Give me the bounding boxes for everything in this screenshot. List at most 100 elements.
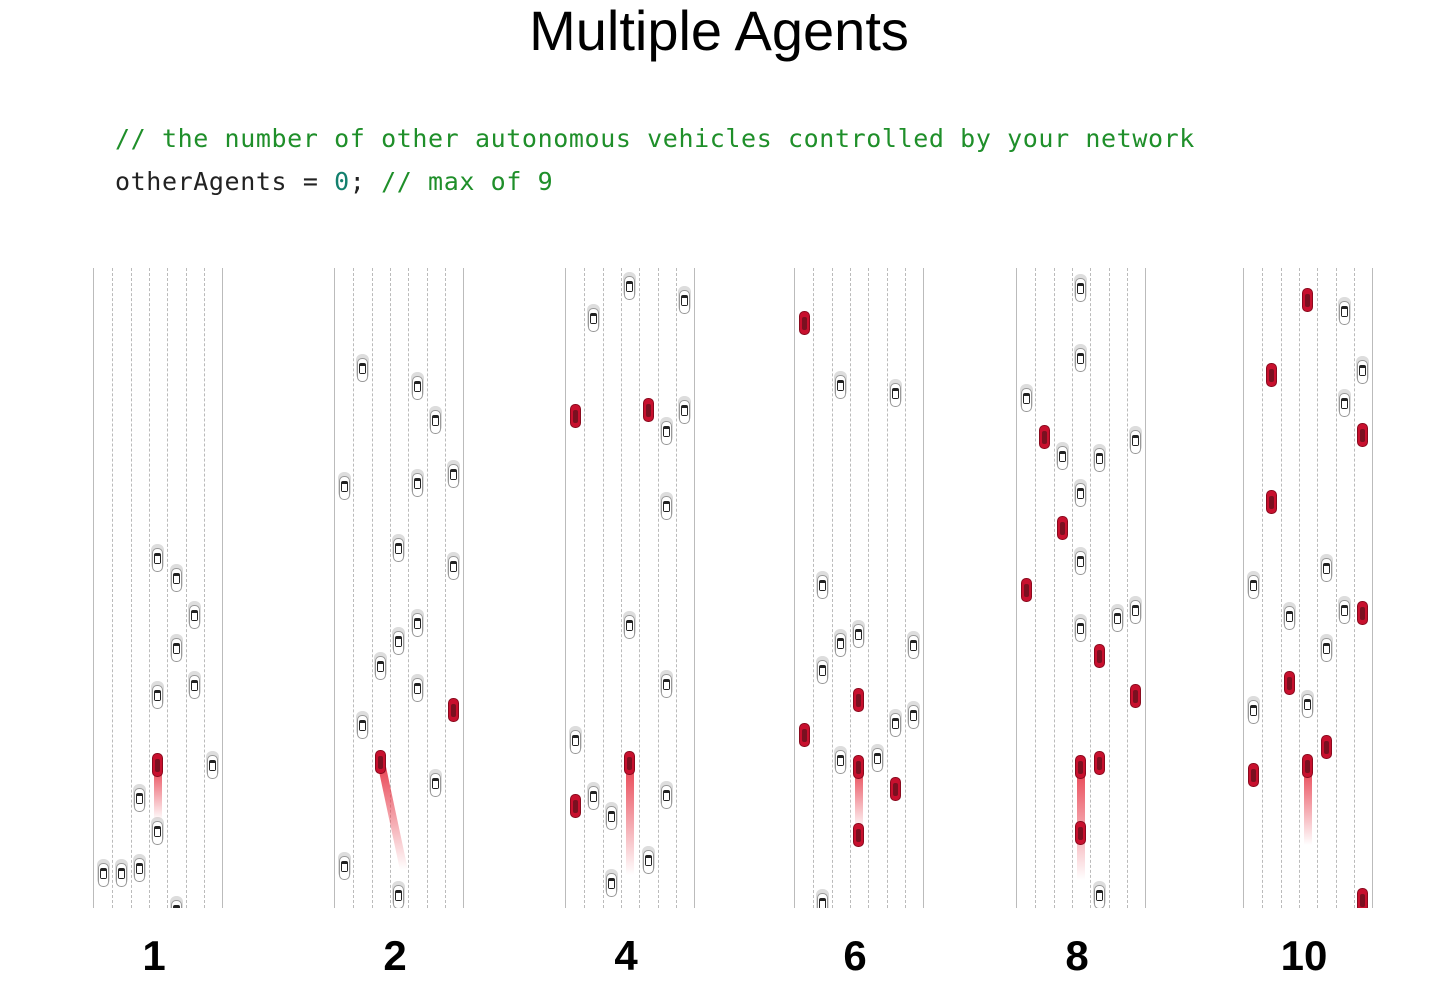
agent-trail <box>376 762 408 870</box>
agent-car-icon <box>1357 888 1369 908</box>
code-trailing-comment: // max of 9 <box>365 167 554 196</box>
other-car-icon <box>1093 448 1105 472</box>
other-car-icon <box>448 464 460 488</box>
other-car-icon <box>587 308 599 332</box>
agent-trail <box>153 765 162 820</box>
other-car-icon <box>835 750 847 774</box>
other-car-icon <box>908 635 920 659</box>
panel-agent-count-label: 2 <box>383 932 407 979</box>
agent-car-icon <box>569 404 581 428</box>
other-car-icon <box>1112 608 1123 632</box>
lane-divider <box>167 268 169 908</box>
other-car-icon <box>338 476 350 500</box>
agent-car-icon <box>1265 490 1277 514</box>
other-car-icon <box>375 656 387 680</box>
other-car-icon <box>411 678 423 702</box>
road-simulation-panel <box>1016 268 1146 908</box>
other-car-icon <box>1130 600 1142 624</box>
other-car-icon <box>393 885 405 908</box>
other-car-icon <box>430 410 441 434</box>
other-car-icon <box>1339 600 1350 624</box>
other-car-icon <box>642 850 654 874</box>
other-car-icon <box>835 375 847 399</box>
lane-divider <box>584 268 586 908</box>
lane-divider <box>886 268 888 908</box>
other-car-icon <box>569 730 581 754</box>
lane-divider <box>813 268 815 908</box>
road-simulation-panel <box>334 268 464 908</box>
other-car-icon <box>152 685 164 709</box>
other-car-icon <box>816 575 828 599</box>
other-car-icon <box>661 785 672 809</box>
panel-agent-count-label: 4 <box>614 932 638 979</box>
code-operator: = <box>287 167 335 196</box>
road-simulation-panel <box>794 268 924 908</box>
agent-car-icon <box>890 777 901 801</box>
other-car-icon <box>1075 483 1087 507</box>
other-car-icon <box>338 856 350 880</box>
code-variable: otherAgents <box>115 167 288 196</box>
agent-car-icon <box>1075 821 1087 845</box>
other-car-icon <box>1339 393 1350 417</box>
other-car-icon <box>356 715 368 739</box>
lane-divider <box>1317 268 1319 908</box>
other-car-icon <box>908 705 920 729</box>
other-car-icon <box>1075 618 1087 642</box>
lane-divider <box>657 268 659 908</box>
lane-divider <box>1353 268 1355 908</box>
agent-car-icon <box>1357 423 1369 447</box>
agent-car-icon <box>1130 684 1142 708</box>
other-car-icon <box>189 675 200 699</box>
agent-car-icon <box>1302 288 1314 312</box>
lane-divider <box>620 268 622 908</box>
lane-divider <box>602 268 604 908</box>
lane-divider <box>1126 268 1128 908</box>
lane-divider <box>1298 268 1300 908</box>
agent-car-icon <box>798 723 810 747</box>
other-car-icon <box>835 633 847 657</box>
lane-divider <box>1335 268 1337 908</box>
other-car-icon <box>606 806 618 830</box>
agent-car-icon <box>152 753 164 777</box>
lane-divider <box>831 268 833 908</box>
other-car-icon <box>411 613 423 637</box>
other-car-icon <box>1075 278 1087 302</box>
lane-divider <box>1280 268 1282 908</box>
panel-agent-count-label: 1 <box>142 932 166 979</box>
other-car-icon <box>134 858 146 882</box>
lane-divider <box>868 268 870 908</box>
other-car-icon <box>411 473 423 497</box>
other-car-icon <box>890 713 901 737</box>
agent-car-icon <box>642 398 654 422</box>
road-simulation-panel <box>1243 268 1373 908</box>
agent-car-icon <box>1265 363 1277 387</box>
other-car-icon <box>1320 638 1332 662</box>
other-car-icon <box>152 548 164 572</box>
lane-divider <box>353 268 355 908</box>
lane-divider <box>203 268 205 908</box>
lane-divider <box>1035 268 1037 908</box>
code-semicolon: ; <box>349 167 366 196</box>
other-car-icon <box>1302 694 1314 718</box>
road-simulation-panel <box>93 268 223 908</box>
agent-car-icon <box>1093 644 1105 668</box>
other-car-icon <box>679 290 691 314</box>
other-car-icon <box>624 276 636 300</box>
agent-car-icon <box>1284 671 1296 695</box>
other-car-icon <box>1020 388 1032 412</box>
code-comment-line: // the number of other autonomous vehicl… <box>115 124 1195 153</box>
other-car-icon <box>816 893 828 908</box>
lane-divider <box>408 268 410 908</box>
other-car-icon <box>189 605 200 629</box>
lane-divider <box>1053 268 1055 908</box>
agent-car-icon <box>1302 754 1314 778</box>
slide-title: Multiple Agents <box>529 0 909 62</box>
agent-car-icon <box>624 751 636 775</box>
panel-agent-count-label: 10 <box>1280 932 1328 979</box>
agent-car-icon <box>1247 763 1259 787</box>
agent-car-icon <box>798 311 810 335</box>
other-car-icon <box>890 383 901 407</box>
other-car-icon <box>97 863 109 887</box>
other-car-icon <box>1320 558 1332 582</box>
agent-car-icon <box>569 794 581 818</box>
